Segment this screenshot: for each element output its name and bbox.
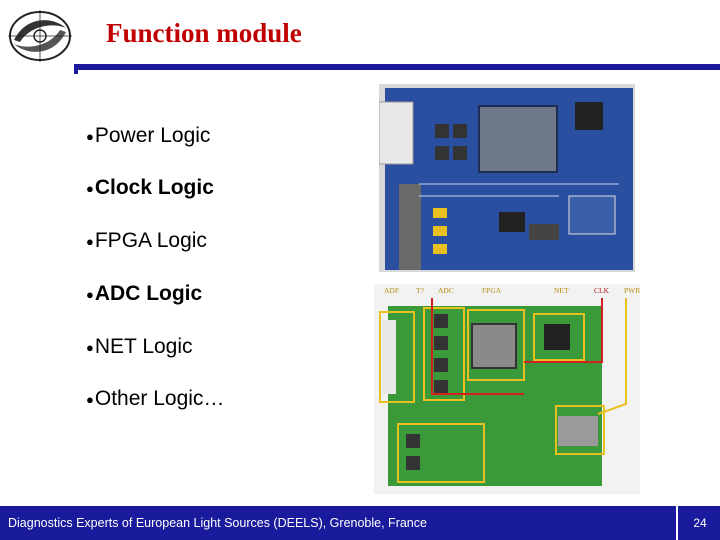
institute-logo (8, 10, 72, 62)
bullet-item: ●Power Logic (86, 124, 210, 148)
footer-text: Diagnostics Experts of European Light So… (8, 516, 427, 530)
bullet-text: ADC Logic (94, 282, 203, 305)
bullet-dot-icon: ● (86, 180, 94, 196)
bullet-text: FPGA Logic (94, 229, 207, 252)
bullet-item: ●NET Logic (86, 335, 193, 359)
annotated-green-pcb-photo: ADF T? ADC FPGA NET CLK PWR (374, 284, 640, 494)
title-divider-bar (78, 64, 720, 70)
bullet-dot-icon: ● (86, 391, 94, 407)
pcb-label-t: T? (416, 286, 425, 295)
bullet-text: Other Logic… (94, 387, 225, 410)
pcb-label-net: NET (554, 286, 569, 295)
bullet-item: ●FPGA Logic (86, 229, 207, 253)
page-number: 24 (693, 516, 707, 530)
footer-divider (676, 506, 678, 540)
blue-pcb-photo (379, 84, 635, 272)
bullet-text: NET Logic (94, 335, 193, 358)
bullet-dot-icon: ● (86, 286, 94, 302)
slide-title: Function module (106, 18, 302, 48)
footer-bar: Diagnostics Experts of European Light So… (0, 506, 720, 540)
bullet-item: ●ADC Logic (86, 282, 202, 306)
pcb-label-pwr: PWR (624, 286, 640, 295)
bullet-item: ●Other Logic… (86, 387, 224, 411)
pcb-label-clk: CLK (594, 286, 610, 295)
bullet-text: Clock Logic (94, 176, 214, 199)
bullet-text: Power Logic (94, 124, 211, 147)
bullet-dot-icon: ● (86, 339, 94, 355)
bullet-dot-icon: ● (86, 128, 94, 144)
bullet-item: ●Clock Logic (86, 176, 214, 200)
bullet-dot-icon: ● (86, 233, 94, 249)
pcb-label-adc: ADC (438, 286, 454, 295)
pcb-label-adf: ADF (384, 286, 399, 295)
title-divider-vertical (74, 64, 78, 74)
pcb-label-fpga: FPGA (482, 286, 502, 295)
